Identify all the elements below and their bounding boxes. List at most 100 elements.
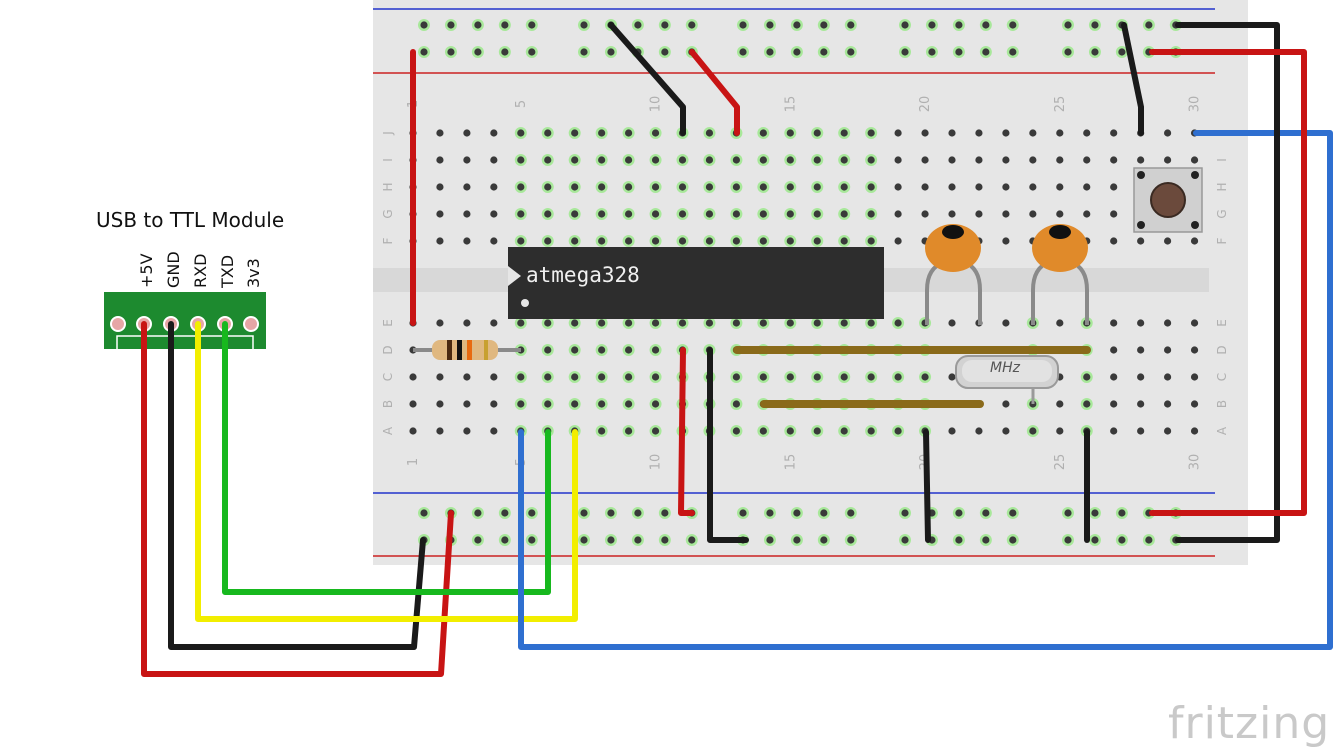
breadboard-hole — [952, 507, 965, 519]
breadboard-hole — [844, 19, 857, 31]
breadboard-hole — [811, 181, 824, 193]
breadboard-hole — [471, 534, 484, 546]
breadboard-hole — [595, 127, 608, 139]
breadboard-hole — [514, 127, 527, 139]
row-letter-label: G — [1215, 209, 1229, 218]
breadboard-hole — [1137, 346, 1145, 354]
breadboard-hole — [1026, 425, 1039, 437]
breadboard-hole — [1056, 319, 1064, 327]
breadboard-hole — [685, 534, 698, 546]
breadboard-hole — [948, 156, 956, 164]
breadboard-hole — [1115, 534, 1128, 546]
breadboard-hole — [811, 425, 824, 437]
breadboard-hole — [1080, 371, 1093, 383]
breadboard-hole — [436, 129, 444, 137]
breadboard-hole — [436, 210, 444, 218]
breadboard-hole — [1110, 129, 1118, 137]
breadboard-hole — [1006, 46, 1019, 58]
breadboard-hole — [1083, 183, 1091, 191]
wire-red-right-rail — [1149, 49, 1307, 516]
breadboard-hole — [948, 319, 956, 327]
breadboard-hole — [730, 425, 743, 437]
breadboard-hole — [838, 127, 851, 139]
breadboard-hole — [463, 373, 471, 381]
breadboard-hole — [817, 19, 830, 31]
breadboard-hole — [757, 425, 770, 437]
breadboard-hole — [838, 181, 851, 193]
breadboard-hole — [1110, 319, 1118, 327]
breadboard-hole — [1110, 183, 1118, 191]
breadboard-hole — [595, 398, 608, 410]
breadboard-hole — [649, 344, 662, 356]
breadboard-hole — [1137, 427, 1145, 435]
breadboard-hole — [921, 156, 929, 164]
breadboard-hole — [436, 400, 444, 408]
breadboard-hole — [838, 425, 851, 437]
row-letter-label: A — [1215, 426, 1229, 435]
breadboard-hole — [631, 507, 644, 519]
breadboard-hole — [1142, 534, 1155, 546]
breadboard-hole — [844, 507, 857, 519]
breadboard-hole — [541, 371, 554, 383]
breadboard-hole — [541, 235, 554, 247]
breadboard-hole — [865, 235, 878, 247]
breadboard-hole — [1029, 156, 1037, 164]
column-number-label: 15 — [783, 454, 798, 471]
breadboard-hole — [622, 317, 635, 329]
breadboard-hole — [568, 181, 581, 193]
breadboard-hole — [444, 19, 457, 31]
breadboard-hole — [865, 425, 878, 437]
breadboard-hole — [757, 208, 770, 220]
row-letter-label: J — [381, 131, 395, 136]
breadboard-hole — [763, 46, 776, 58]
breadboard-hole — [490, 319, 498, 327]
breadboard-hole — [790, 507, 803, 519]
breadboard-hole — [1190, 400, 1199, 408]
breadboard-hole — [436, 373, 444, 381]
wire-black-top — [608, 22, 686, 136]
breadboard-hole — [892, 425, 905, 437]
breadboard-hole — [1164, 156, 1172, 164]
breadboard-hole — [899, 19, 911, 31]
breadboard-hole — [703, 208, 716, 220]
breadboard-hole — [463, 210, 471, 218]
breadboard-hole — [1164, 427, 1172, 435]
breadboard-hole — [1056, 183, 1064, 191]
pin-label-3v3: 3v3 — [244, 258, 263, 288]
breadboard-hole — [1029, 210, 1037, 218]
column-number-label: 15 — [783, 96, 798, 113]
crystal-label: MHz — [990, 360, 1021, 376]
breadboard-hole — [490, 210, 498, 218]
breadboard-hole — [471, 507, 484, 519]
breadboard-hole — [1062, 19, 1074, 31]
breadboard-hole — [763, 507, 776, 519]
breadboard-hole — [631, 19, 644, 31]
breadboard-hole — [595, 208, 608, 220]
usb-ttl-module-title: USB to TTL Module — [96, 208, 285, 232]
breadboard-hole — [1110, 427, 1118, 435]
breadboard-hole — [737, 19, 749, 31]
breadboard-hole — [730, 154, 743, 166]
breadboard-hole — [1056, 129, 1064, 137]
breadboard-hole — [604, 507, 617, 519]
wire-black-cap1-gnd — [923, 429, 931, 543]
column-number-label: 10 — [649, 96, 664, 113]
breadboard-hole — [498, 507, 511, 519]
breadboard-hole — [790, 19, 803, 31]
breadboard-hole — [979, 507, 992, 519]
breadboard-hole — [649, 317, 662, 329]
breadboard-hole — [1002, 183, 1010, 191]
row-letter-label: H — [381, 182, 395, 191]
breadboard-hole — [541, 154, 554, 166]
breadboard-hole — [436, 319, 444, 327]
breadboard-hole — [1088, 534, 1101, 546]
breadboard-hole — [865, 371, 878, 383]
breadboard-hole — [568, 371, 581, 383]
breadboard-hole — [730, 181, 743, 193]
breadboard-hole — [514, 317, 527, 329]
breadboard-hole — [730, 235, 743, 247]
breadboard-hole — [490, 373, 498, 381]
breadboard-hole — [730, 371, 743, 383]
breadboard-hole — [1110, 346, 1118, 354]
breadboard-hole — [578, 19, 590, 31]
